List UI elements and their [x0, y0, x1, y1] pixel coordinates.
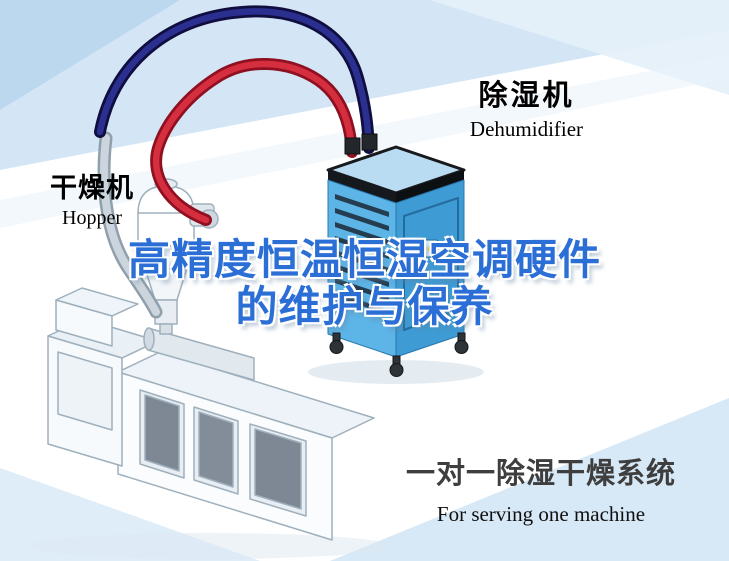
main-title: 高精度恒温恒湿空调硬件 的维护与保养 [0, 236, 729, 330]
bottom-caption-zh: 一对一除湿干燥系统 [405, 456, 676, 490]
hopper-label-en: Hopper [62, 207, 122, 229]
hose-stubs [344, 133, 378, 155]
dehumidifier-unit [308, 133, 484, 384]
injection-molding-machine [30, 287, 390, 559]
main-title-line1: 高精度恒温恒湿空调硬件 [127, 235, 601, 284]
access-door [403, 197, 459, 331]
machine-guard-windows [139, 389, 307, 517]
hopper-label-zh: 干燥机 [50, 173, 134, 204]
indicator-light-red [418, 246, 424, 252]
hopper-label: 干燥机 Hopper [30, 166, 154, 230]
navy-hose [94, 5, 375, 154]
dehumidifier-label: 除湿机 Dehumidifier [444, 72, 609, 142]
bottom-caption-en: For serving one machine [436, 502, 646, 526]
control-panel [413, 239, 439, 258]
caster-wheels [329, 332, 469, 377]
dehumidifier-label-en: Dehumidifier [469, 117, 584, 141]
vent-grille [335, 194, 389, 315]
return-duct [97, 131, 163, 319]
dehumidifier-label-zh: 除湿机 [478, 78, 575, 112]
main-title-line2: 的维护与保养 [235, 282, 494, 332]
bottom-caption: 一对一除湿干燥系统 For serving one machine [386, 450, 696, 527]
indicator-light-yellow [427, 246, 433, 252]
red-hose [150, 57, 358, 226]
